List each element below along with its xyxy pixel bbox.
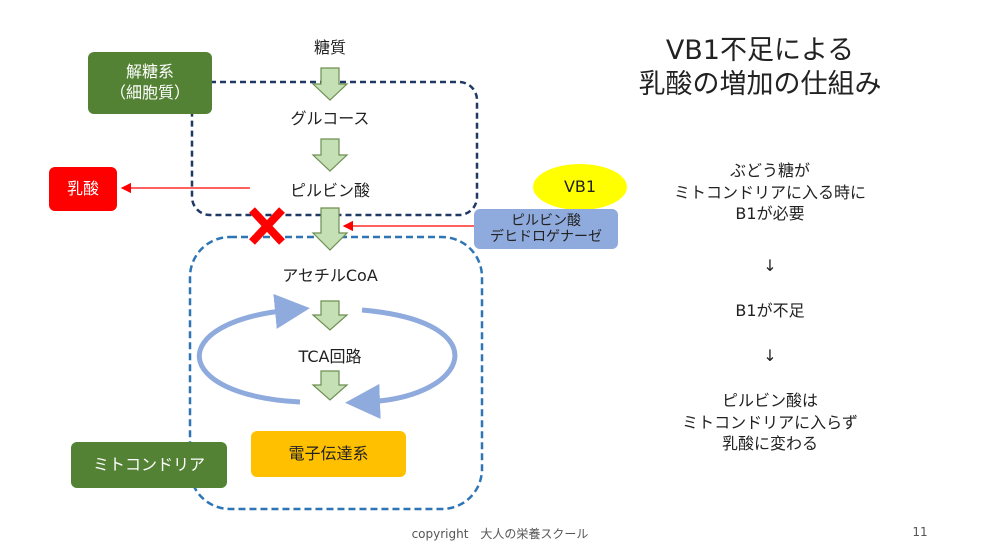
glycolysis-label: 解糖系 （細胞質） <box>88 52 212 114</box>
explanation-1-line1: ぶどう糖が <box>729 161 810 180</box>
copyright-text: copyright 大人の栄養スクール <box>411 527 589 541</box>
explanation-arrow-2: ↓ <box>763 346 777 365</box>
label-sugar: 糖質 <box>313 38 346 57</box>
enzyme-label-line1: ピルビン酸 <box>511 212 581 229</box>
flow-arrow-1 <box>311 67 349 101</box>
mitochondria-label: ミトコンドリア <box>92 454 205 474</box>
glycolysis-label-line1: 解糖系 <box>125 62 174 82</box>
explanation-block-3: ピルビン酸は ミトコンドリアに入らず 乳酸に変わる <box>640 390 900 455</box>
label-glucose: グルコース <box>290 109 370 128</box>
slide-title: VB1不足による 乳酸の増加の仕組み <box>610 34 910 102</box>
lactate-label: 乳酸 <box>66 178 99 198</box>
flow-arrow-3 <box>311 207 349 251</box>
mitochondria-label-box: ミトコンドリア <box>71 442 227 488</box>
glycolysis-label-line2: （細胞質） <box>109 83 190 102</box>
slide-title-line1: VB1不足による <box>665 35 855 66</box>
explanation-3-line2: ミトコンドリアに入らず <box>682 412 858 432</box>
tca-cycle-arrow-top <box>196 294 310 405</box>
explanation-block-2: B1が不足 <box>735 301 805 320</box>
label-pyruvate: ピルビン酸 <box>289 181 370 200</box>
tca-cycle-arrow-bottom <box>345 307 458 419</box>
explanation-block-1: ぶどう糖が ミトコンドリアに入る時に B1が必要 <box>640 160 900 225</box>
explanation-arrow-1: ↓ <box>763 256 777 275</box>
blocked-cross-icon <box>249 207 285 245</box>
label-acetyl-coa: アセチルCoA <box>282 266 378 285</box>
label-tca-cycle: TCA回路 <box>298 347 362 366</box>
lactate-box: 乳酸 <box>49 167 117 211</box>
explanation-3-line3: 乳酸に変わる <box>721 434 818 454</box>
page-number: 11 <box>912 525 928 539</box>
flow-arrow-2 <box>311 138 349 172</box>
electron-transport-box: 電子伝達系 <box>251 431 406 477</box>
explanation-1-line3: B1が必要 <box>735 204 805 224</box>
vb1-label: VB1 <box>563 177 597 196</box>
flow-arrow-4 <box>311 300 349 331</box>
vb1-ellipse <box>533 164 627 210</box>
explanation-3-line1: ピルビン酸は <box>721 391 818 410</box>
electron-transport-label: 電子伝達系 <box>288 443 369 463</box>
flow-arrow-5 <box>311 370 349 401</box>
enzyme-label-line2: デヒドロゲナーゼ <box>490 229 602 245</box>
slide-title-line2: 乳酸の増加の仕組み <box>638 68 882 100</box>
enzyme-box: ピルビン酸 デヒドロゲナーゼ <box>474 209 618 249</box>
explanation-1-line2: ミトコンドリアに入る時に <box>673 182 866 202</box>
